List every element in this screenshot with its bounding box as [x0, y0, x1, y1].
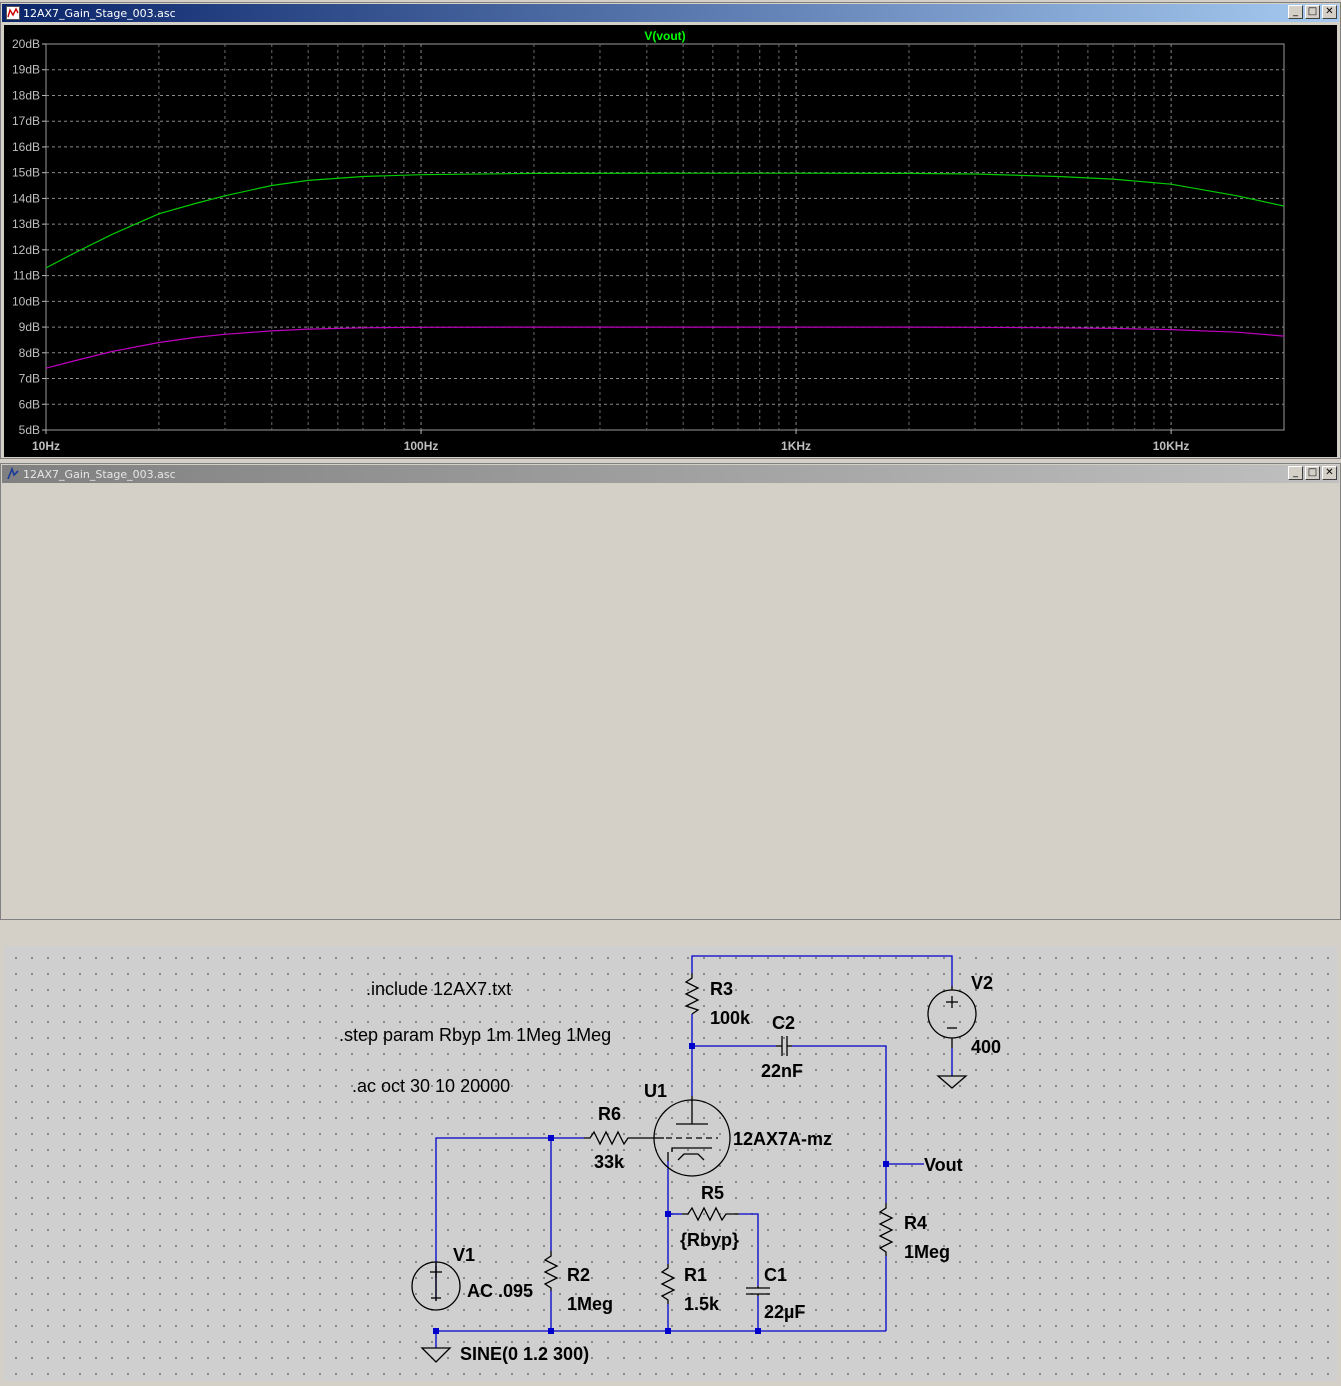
waveform-window[interactable]: 12AX7_Gain_Stage_003.asc _ □ ✕ 5dB 6dB 7dB… — [0, 2, 1341, 459]
x-tick-label: 10Hz — [32, 439, 60, 453]
r1-resistor-icon — [660, 1264, 676, 1304]
r3-name[interactable]: R3 — [710, 979, 733, 999]
wire-r5-c1 — [739, 1213, 759, 1286]
r4-value[interactable]: 1Meg — [904, 1242, 950, 1262]
maximize-button[interactable]: □ — [1305, 5, 1320, 19]
y-tick-label: 6dB — [19, 397, 40, 411]
y-tick-label: 11dB — [13, 269, 40, 283]
close-button[interactable]: ✕ — [1322, 466, 1337, 480]
plot-frame — [45, 43, 1285, 431]
y-tick-label: 18dB — [12, 88, 40, 102]
schematic-canvas[interactable]: .include 12AX7.txt .step param Rbyp 1m 1… — [4, 946, 1337, 1381]
waveform-titlebar[interactable]: 12AX7_Gain_Stage_003.asc _ □ ✕ — [2, 4, 1339, 22]
r5-name[interactable]: R5 — [701, 1183, 724, 1203]
v1-value[interactable]: AC .095 — [467, 1281, 533, 1301]
vout-net-label[interactable]: Vout — [924, 1155, 963, 1175]
x-tick-label: 1KHz — [781, 439, 811, 453]
minimize-button[interactable]: _ — [1288, 5, 1303, 19]
bode-plot[interactable]: 5dB 6dB 7dB 8dB 9dB 10dB 11dB 12dB 13dB 14dB 15dB 1… — [4, 25, 1337, 457]
y-tick-label: 8dB — [19, 346, 40, 360]
c1-value[interactable]: 22µF — [764, 1302, 805, 1322]
x-tick-labels: 10Hz 100Hz 1KHz 10KHz — [32, 430, 1189, 453]
close-button[interactable]: ✕ — [1322, 5, 1337, 19]
r4-name[interactable]: R4 — [904, 1213, 927, 1233]
spice-directive-step[interactable]: .step param Rbyp 1m 1Meg 1Meg — [339, 1025, 611, 1045]
schematic-window-title: 12AX7_Gain_Stage_003.asc — [23, 467, 176, 481]
r2-value[interactable]: 1Meg — [567, 1294, 613, 1314]
ground-icon — [420, 1347, 452, 1363]
y-tick-label: 9dB — [19, 320, 40, 334]
v2-value[interactable]: 400 — [971, 1037, 1001, 1057]
minimize-button[interactable]: _ — [1288, 466, 1303, 480]
c2-value[interactable]: 22nF — [761, 1061, 803, 1081]
v1-name[interactable]: V1 — [453, 1245, 475, 1265]
u1-triode-icon — [653, 1096, 731, 1177]
y-tick-label: 10dB — [12, 294, 40, 308]
maximize-button[interactable]: □ — [1305, 466, 1320, 480]
v1-value2[interactable]: SINE(0 1.2 300) — [460, 1344, 589, 1364]
ground-icon — [936, 1075, 968, 1089]
r3-value[interactable]: 100k — [710, 1008, 751, 1028]
x-tick-label: 100Hz — [404, 439, 439, 453]
y-tick-labels: 5dB 6dB 7dB 8dB 9dB 10dB 11dB 12dB 13dB 14dB 15dB 1… — [12, 37, 46, 437]
r5-value[interactable]: {Rbyp} — [680, 1230, 739, 1250]
y-tick-label: 20dB — [12, 37, 40, 51]
u1-value[interactable]: 12AX7A-mz — [733, 1129, 832, 1149]
r2-resistor-icon — [543, 1251, 559, 1291]
r6-value[interactable]: 33k — [594, 1152, 625, 1172]
r3-resistor-icon — [684, 973, 700, 1015]
y-tick-label: 15dB — [12, 166, 40, 180]
wire-c2-vout — [792, 1045, 887, 1203]
u1-name[interactable]: U1 — [644, 1081, 667, 1101]
spice-directive-include[interactable]: .include 12AX7.txt — [366, 979, 511, 999]
y-tick-label: 12dB — [12, 243, 40, 257]
waveform-app-icon — [6, 6, 20, 20]
series-line-1[interactable] — [45, 172, 1285, 269]
waveform-window-title: 12AX7_Gain_Stage_003.asc — [23, 6, 176, 20]
spice-directive-ac[interactable]: .ac oct 30 10 20000 — [352, 1076, 510, 1096]
y-tick-label: 13dB — [12, 217, 40, 231]
r1-value[interactable]: 1.5k — [684, 1294, 720, 1314]
y-tick-label: 7dB — [19, 372, 40, 386]
schematic-app-icon — [7, 467, 19, 480]
y-tick-label: 16dB — [12, 140, 40, 154]
y-tick-label: 17dB — [12, 114, 40, 128]
v2-name[interactable]: V2 — [971, 973, 993, 993]
y-tick-label: 5dB — [19, 423, 40, 437]
c1-name[interactable]: C1 — [764, 1265, 787, 1285]
plot-series — [45, 172, 1285, 369]
schematic-drawing[interactable]: .include 12AX7.txt .step param Rbyp 1m 1… — [4, 946, 1337, 1381]
r4-resistor-icon — [878, 1203, 894, 1256]
r6-name[interactable]: R6 — [598, 1104, 621, 1124]
r6-resistor-icon — [584, 1130, 654, 1146]
waveform-plot-area[interactable]: 5dB 6dB 7dB 8dB 9dB 10dB 11dB 12dB 13dB 14dB 15dB 1… — [4, 25, 1337, 457]
schematic-window[interactable]: 12AX7_Gain_Stage_003.asc _ □ ✕ — [0, 463, 1341, 1381]
schematic-titlebar[interactable]: 12AX7_Gain_Stage_003.asc _ □ ✕ — [2, 465, 1339, 483]
trace-label[interactable]: V(vout) — [644, 29, 685, 43]
c2-name[interactable]: C2 — [772, 1013, 795, 1033]
series-line-2[interactable] — [45, 326, 1285, 369]
r1-name[interactable]: R1 — [684, 1265, 707, 1285]
x-tick-label: 10KHz — [1153, 439, 1190, 453]
y-tick-label: 14dB — [12, 191, 40, 205]
r5-resistor-icon — [682, 1206, 739, 1222]
r2-name[interactable]: R2 — [567, 1265, 590, 1285]
y-tick-label: 19dB — [12, 63, 40, 77]
plot-grid — [45, 43, 1285, 431]
